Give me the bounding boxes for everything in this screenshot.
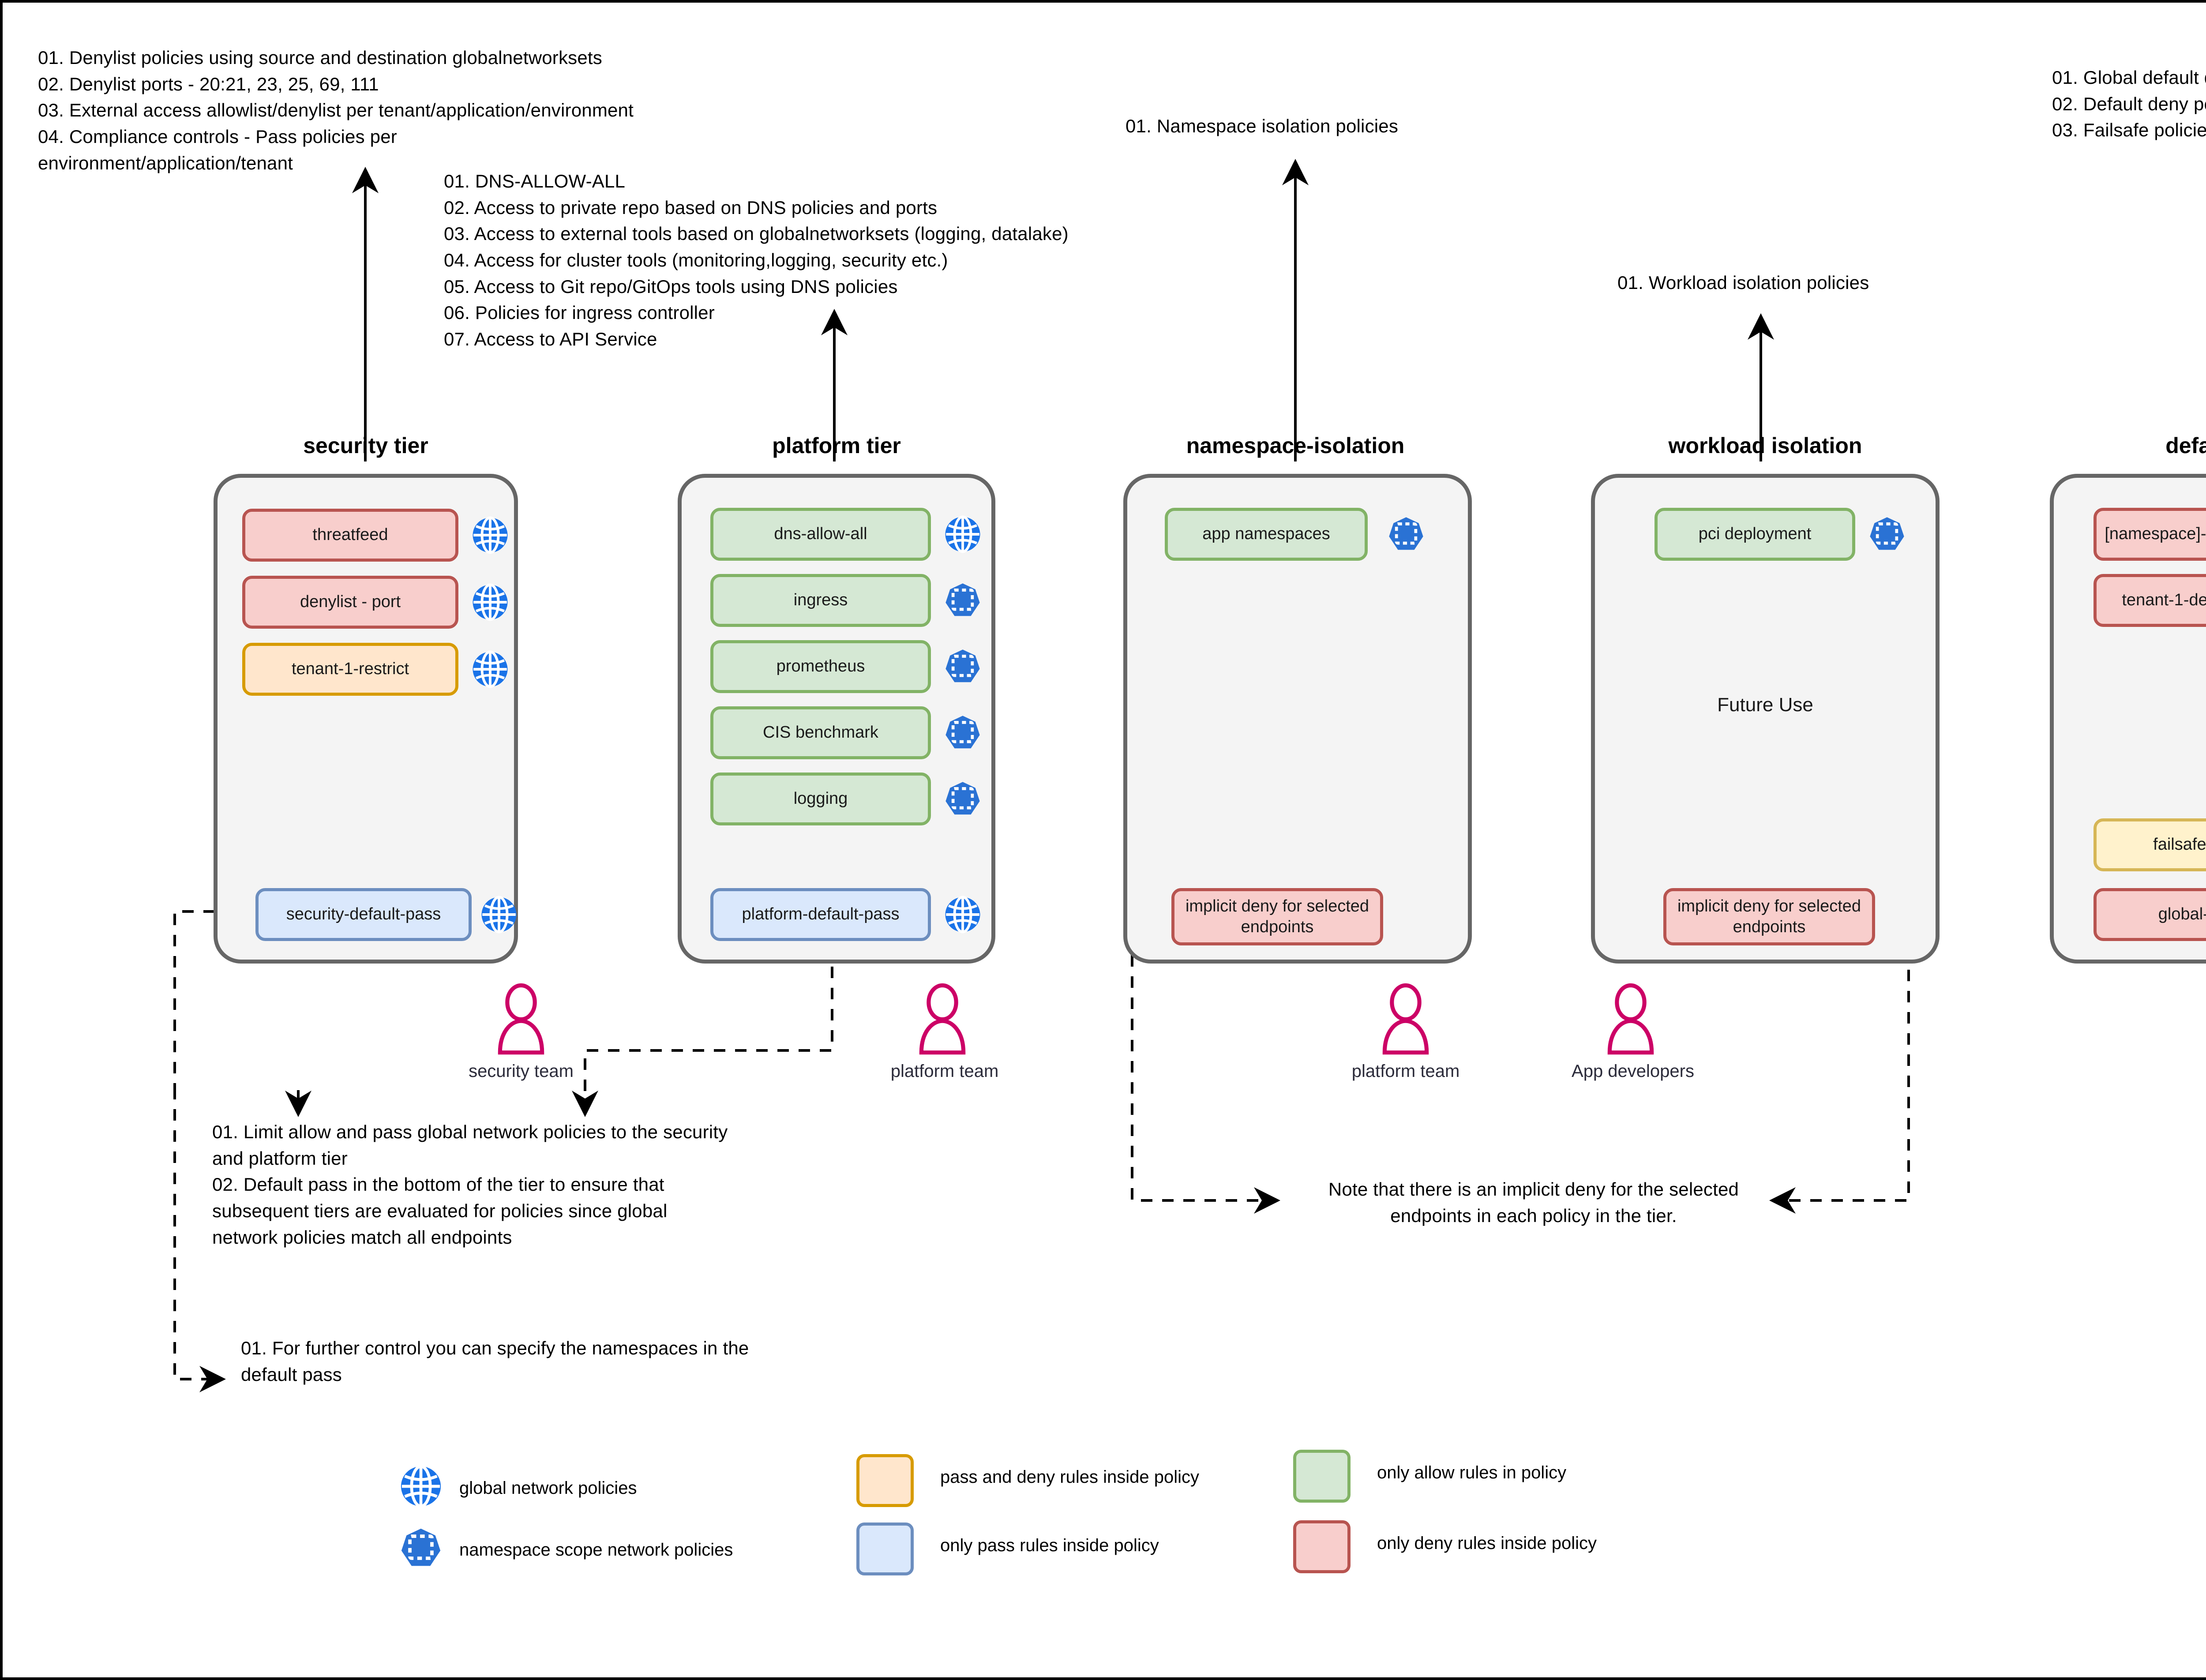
platform-tier-annotation: 01. DNS-ALLOW-ALL 02. Access to private … [444, 171, 1069, 349]
policy-threatfeed[interactable]: threatfeed [242, 509, 458, 562]
namespace-icon [944, 582, 981, 619]
default-tier-annotation: 01. Global default deny 02. Default deny… [2052, 67, 2206, 141]
legend-label-only-pass: only pass rules inside policy [940, 1536, 1159, 1555]
dash-platform-to-note [572, 967, 833, 1117]
namespace-icon [1868, 516, 1906, 553]
avatar [497, 983, 545, 1059]
tier-box-namespace-isolation: app namespaces implicit deny for selecte… [1123, 474, 1472, 964]
tier-title-default: default tier [2165, 433, 2206, 458]
globe-icon [480, 896, 518, 934]
namespace-icon [944, 714, 981, 751]
dash-wl-implicit-deny [1769, 912, 1910, 1214]
policy-denylist-port[interactable]: denylist - port [242, 576, 458, 629]
workload-isolation-annotation: 01. Workload isolation policies [1617, 272, 1869, 293]
tier-box-workload-isolation: pci deployment Future Use implicit deny … [1591, 474, 1940, 964]
policy-cis-benchmark[interactable]: CIS benchmark [710, 706, 931, 759]
policy-platform-default-pass[interactable]: platform-default-pass [710, 888, 931, 941]
policy-tenant-1-default-deny[interactable]: tenant-1-default-deny [2093, 574, 2206, 627]
policy-tenant-1-restrict[interactable]: tenant-1-restrict [242, 643, 458, 696]
tier-title-security: security tier [303, 433, 428, 458]
future-use-label: Future Use [1717, 694, 1813, 716]
namespace-isolation-annotation: 01. Namespace isolation policies [1126, 116, 1399, 136]
further-control-note: 01. For further control you can specify … [241, 1338, 749, 1385]
legend-label-only-allow: only allow rules in policy [1377, 1463, 1567, 1482]
namespace-icon [944, 780, 981, 818]
tier-box-security: threatfeed denylist - port tenant-1-rest… [214, 474, 518, 964]
globe-icon [944, 515, 981, 553]
legend-namespace-icon [400, 1527, 442, 1569]
legend-label-only-deny: only deny rules inside policy [1377, 1534, 1597, 1553]
tier-title-platform: platform tier [772, 433, 901, 458]
actor-label-platform-team-2: platform team [1351, 1061, 1460, 1081]
actor-label-platform-team-1: platform team [890, 1061, 999, 1081]
legend-globe-icon [400, 1465, 442, 1508]
tier-box-platform: dns-allow-all ingress prometheus CIS ben… [678, 474, 995, 964]
policy-implicit-deny-namespace[interactable]: implicit deny for selected endpoints [1171, 888, 1383, 945]
policy-security-default-pass[interactable]: security-default-pass [255, 888, 472, 941]
namespace-icon [944, 648, 981, 685]
policy-logging[interactable]: logging [710, 772, 931, 825]
security-tier-annotation: 01. Denylist policies using source and d… [38, 47, 634, 173]
policy-prometheus[interactable]: prometheus [710, 640, 931, 693]
policy-dns-allow-all[interactable]: dns-allow-all [710, 508, 931, 561]
avatar [1381, 983, 1430, 1059]
actor-label-security-team-1: security team [469, 1061, 574, 1081]
globe-icon [472, 650, 509, 688]
bottom-left-note: 01. Limit allow and pass global network … [212, 1121, 728, 1248]
policy-namespace-default-deny[interactable]: [namespace]-default-deny [2093, 508, 2206, 561]
namespace-icon [1388, 516, 1425, 553]
policy-app-namespaces[interactable]: app namespaces [1165, 508, 1368, 561]
legend-swatch-allow [1293, 1450, 1351, 1503]
avatar [918, 983, 967, 1059]
actor-label-app-developers: App developers [1572, 1061, 1694, 1081]
policy-implicit-deny-workload[interactable]: implicit deny for selected endpoints [1663, 888, 1875, 945]
legend-label-global-network-policies: global network policies [459, 1478, 637, 1498]
legend-label-namespace-scope-policies: namespace scope network policies [459, 1540, 733, 1560]
globe-icon [472, 583, 509, 621]
tier-title-workload-isolation: workload isolation [1668, 433, 1862, 458]
globe-icon [472, 516, 509, 554]
tier-box-default: [namespace]-default-deny tenant-1-defaul… [2050, 474, 2206, 964]
implicit-deny-note: Note that there is an implicit deny for … [1328, 1179, 1739, 1226]
dash-security-default-pass-out [173, 910, 278, 1088]
legend-swatch-pass [856, 1522, 914, 1575]
dash-to-further-control [173, 1088, 226, 1392]
policy-global-deny[interactable]: global-deny [2093, 888, 2206, 941]
globe-icon [944, 896, 981, 934]
legend-swatch-mixed [856, 1454, 914, 1507]
policy-failsafe-allow[interactable]: failsafe-allow [2093, 818, 2206, 871]
legend-label-pass-and-deny: pass and deny rules inside policy [940, 1467, 1200, 1487]
policy-pci-deployment[interactable]: pci deployment [1654, 508, 1855, 561]
tier-title-namespace-isolation: namespace-isolation [1186, 433, 1405, 458]
policy-ingress[interactable]: ingress [710, 574, 931, 627]
avatar [1606, 983, 1655, 1059]
legend-swatch-deny [1293, 1520, 1351, 1573]
